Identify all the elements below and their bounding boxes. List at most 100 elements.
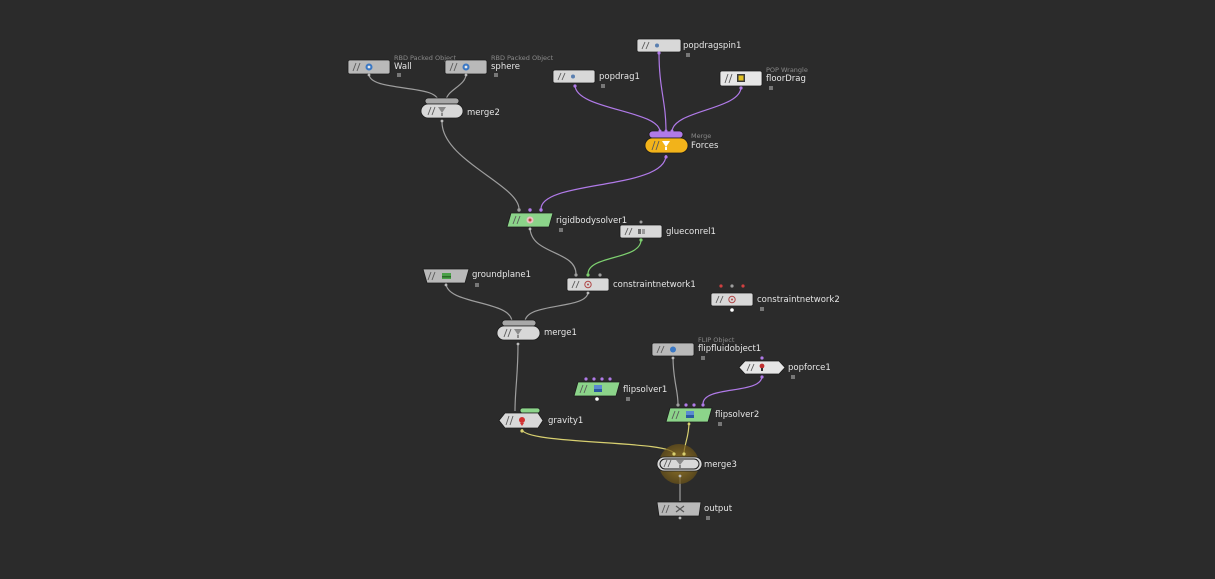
output-port[interactable]	[595, 397, 599, 401]
constraint-network-icon	[584, 280, 592, 289]
lock-icon	[769, 86, 773, 90]
wire-flipfluidobject1-flipsolver2[interactable]	[672, 356, 679, 405]
node-name-label: flipsolver1	[623, 385, 667, 395]
output-port[interactable]	[528, 227, 532, 231]
lock-icon	[626, 397, 630, 401]
node-name-label: flipsolver2	[715, 410, 759, 420]
rbd-packed-object-icon	[462, 63, 470, 71]
wire-constraintnetwork1-merge1[interactable]	[524, 291, 589, 323]
lock-icon	[494, 73, 498, 77]
merge-icon	[676, 460, 684, 468]
output-port[interactable]	[671, 356, 675, 360]
node-name-label: popdrag1	[599, 72, 640, 82]
output-port[interactable]	[739, 86, 743, 90]
node-groundplane1[interactable]: groundplane1	[422, 268, 531, 287]
output-port[interactable]	[657, 51, 661, 55]
node-type-label: POP Wrangle	[766, 66, 808, 74]
rigid-body-solver-icon	[526, 216, 534, 224]
pop-wrangle-icon	[737, 74, 745, 82]
node-merge2[interactable]: merge2	[420, 97, 500, 123]
output-port[interactable]	[367, 73, 371, 77]
wire-merge1-gravity1[interactable]	[514, 343, 519, 412]
node-flipfluidobject1[interactable]: FLIP Object flipfluidobject1	[651, 336, 761, 360]
output-port[interactable]	[639, 238, 643, 242]
node-constraintnetwork1[interactable]: constraintnetwork1	[566, 273, 696, 295]
node-flipsolver2[interactable]: flipsolver2	[665, 403, 759, 426]
merge-icon	[438, 107, 446, 116]
node-name-label: Wall	[394, 62, 412, 72]
wire-rigidbodysolver1-constraintnetwork1[interactable]	[529, 226, 577, 275]
wire-floordrag-forces[interactable]	[671, 86, 742, 133]
node-popforce1[interactable]: popforce1	[738, 356, 831, 379]
output-port[interactable]	[444, 283, 448, 287]
node-name-label: merge1	[544, 328, 577, 338]
node-glueconrel1[interactable]: glueconrel1	[619, 220, 716, 242]
rbd-packed-object-icon	[365, 63, 373, 71]
node-merge3[interactable]: merge3	[656, 444, 737, 484]
output-port[interactable]	[760, 375, 764, 379]
output-port[interactable]	[730, 308, 734, 312]
node-name-label: output	[704, 504, 733, 514]
lock-icon	[475, 283, 479, 287]
output-port[interactable]	[516, 342, 520, 346]
lock-icon	[686, 53, 690, 57]
lock-icon	[706, 516, 710, 520]
wire-glueconrel1-constraintnetwork1[interactable]	[587, 239, 642, 275]
node-name-label: gravity1	[548, 416, 583, 426]
output-port[interactable]	[586, 291, 590, 295]
glue-constraint-icon	[638, 229, 645, 234]
output-port[interactable]	[687, 422, 691, 426]
wires	[368, 51, 763, 501]
flip-solver-icon	[594, 385, 602, 392]
pop-drag-spin-icon	[655, 43, 659, 48]
node-name-label: Forces	[691, 141, 719, 151]
output-icon	[675, 505, 685, 513]
output-port[interactable]	[520, 429, 524, 433]
wire-sphere-merge2[interactable]	[445, 73, 467, 102]
pop-drag-icon	[571, 74, 575, 79]
node-type-label: Merge	[691, 132, 711, 140]
output-port[interactable]	[573, 84, 577, 88]
output-port[interactable]	[678, 474, 682, 478]
flip-solver-icon	[686, 411, 694, 418]
node-gravity1[interactable]: gravity1	[498, 407, 583, 433]
wire-forces-rigidbodysolver1[interactable]	[540, 154, 667, 210]
node-wall[interactable]: RBD Packed Object Wall	[347, 54, 457, 77]
gravity-icon	[519, 417, 525, 426]
merge-icon	[662, 141, 670, 150]
node-type-label: FLIP Object	[698, 336, 735, 344]
wire-gravity1-merge3[interactable]	[521, 428, 675, 455]
wire-merge2-rigidbodysolver1[interactable]	[441, 121, 520, 210]
node-name-label: floorDrag	[766, 74, 806, 84]
node-name-label: popdragspin1	[683, 41, 741, 51]
node-name-label: merge3	[704, 460, 737, 470]
node-merge1[interactable]: merge1	[496, 319, 577, 346]
node-output[interactable]: output	[656, 501, 733, 520]
node-popdrag1[interactable]: popdrag1	[552, 69, 640, 88]
pop-force-icon	[759, 363, 765, 371]
output-port[interactable]	[664, 155, 668, 159]
merge-icon	[514, 329, 522, 338]
lock-icon	[760, 307, 764, 311]
lock-icon	[397, 73, 401, 77]
node-constraintnetwork2[interactable]: constraintnetwork2	[710, 284, 840, 312]
output-port[interactable]	[464, 73, 468, 77]
node-forces[interactable]: Merge Forces	[644, 129, 719, 159]
wire-popdrag1-forces[interactable]	[574, 84, 661, 133]
wire-popforce1-flipsolver2[interactable]	[702, 375, 763, 405]
lock-icon	[601, 84, 605, 88]
wire-popdragspin1-forces[interactable]	[658, 51, 667, 133]
node-rigidbodysolver1[interactable]: rigidbodysolver1	[506, 208, 627, 232]
node-name-label: popforce1	[788, 363, 831, 373]
node-popdragspin1[interactable]: popdragspin1	[636, 38, 741, 57]
ground-plane-icon	[442, 273, 451, 279]
output-port[interactable]	[440, 119, 444, 123]
wire-groundplane1-merge1[interactable]	[445, 282, 513, 323]
wire-wall-merge2[interactable]	[368, 73, 439, 102]
node-sphere[interactable]: RBD Packed Object sphere	[444, 54, 554, 77]
output-port[interactable]	[678, 516, 682, 520]
node-floordrag[interactable]: POP Wrangle floorDrag	[719, 66, 808, 90]
node-flipsolver1[interactable]: flipsolver1	[573, 377, 667, 401]
node-name-label: groundplane1	[472, 270, 531, 280]
